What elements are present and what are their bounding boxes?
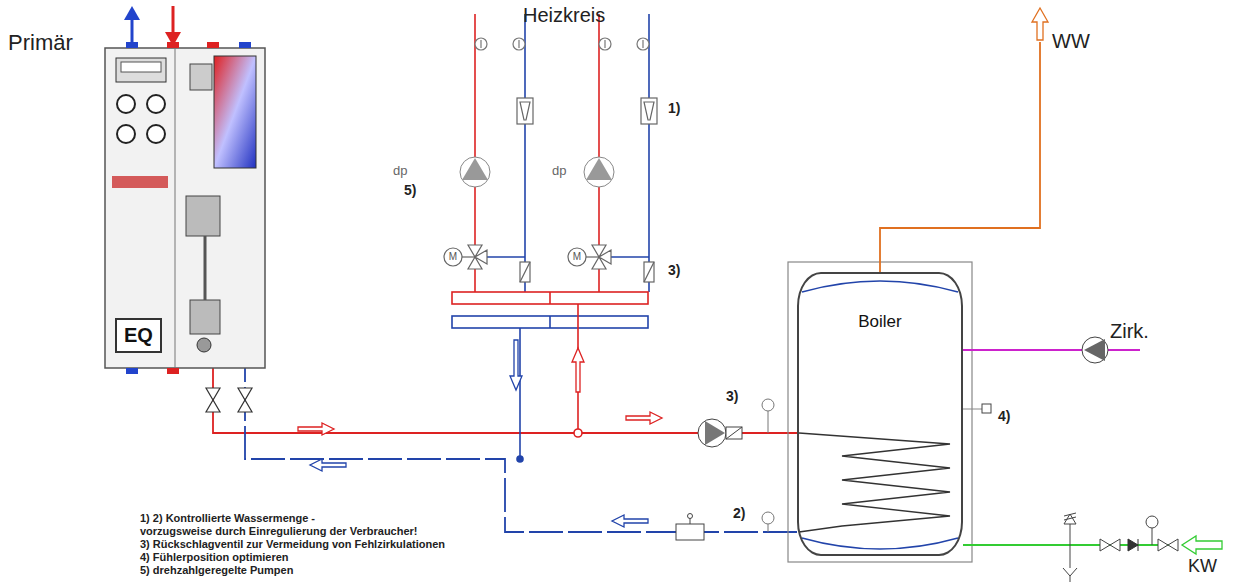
motor-symbol-letter: M [449,252,457,262]
sensor [963,404,991,413]
circuit-pumps [460,157,614,187]
callout-number: 3) [726,388,738,404]
boiler-tank: Boiler [797,272,963,556]
boiler-shell [788,262,972,562]
panel-label: EQ [115,318,162,353]
callout-number: dp [393,164,407,179]
flow-meter-return [676,512,774,540]
pipe-label: Zirk. [1110,320,1149,343]
pipe-label: KW [1188,556,1217,577]
pipe-connector [245,368,797,532]
motor-symbol-letter: M [573,252,581,262]
callout-number: 3) [668,262,680,278]
tank-label: Boiler [858,312,901,332]
callout-number: 1) [668,100,680,116]
note-text: 1) 2) Kontrollierte Wassermenge - [140,512,315,525]
note-text: 5) drehzahlgeregelte Pumpen [140,564,293,577]
shutoff-valves [206,388,252,412]
cold-water-inlet [963,513,1222,582]
heating-circuits [475,14,649,292]
primary-arrows [124,6,181,46]
hot-water-outlet [880,8,1048,274]
flow-arrows [298,340,662,527]
thermometers [475,38,649,50]
pipe-label: WW [1052,30,1090,53]
station-housing: EQ [105,48,265,368]
pipe-label: Primär [8,30,73,55]
note-text: 3) Rückschlagventil zur Vermeidung von F… [140,538,445,551]
charging-pump [698,399,774,447]
flow-meters [517,98,657,124]
callout-number: 2) [733,505,745,521]
note-text: vorzugsweise durch Einregulierung der Ve… [140,525,418,538]
callout-number: 4) [998,408,1010,424]
note-text: 4) Fühlerposition optimieren [140,551,289,564]
callout-number: 5) [404,182,416,198]
manifold [452,292,648,462]
pipe-label: Heizkreis [523,4,605,27]
callout-number: dp [552,164,566,179]
transfer-station [105,42,265,374]
check-valves [520,262,654,282]
